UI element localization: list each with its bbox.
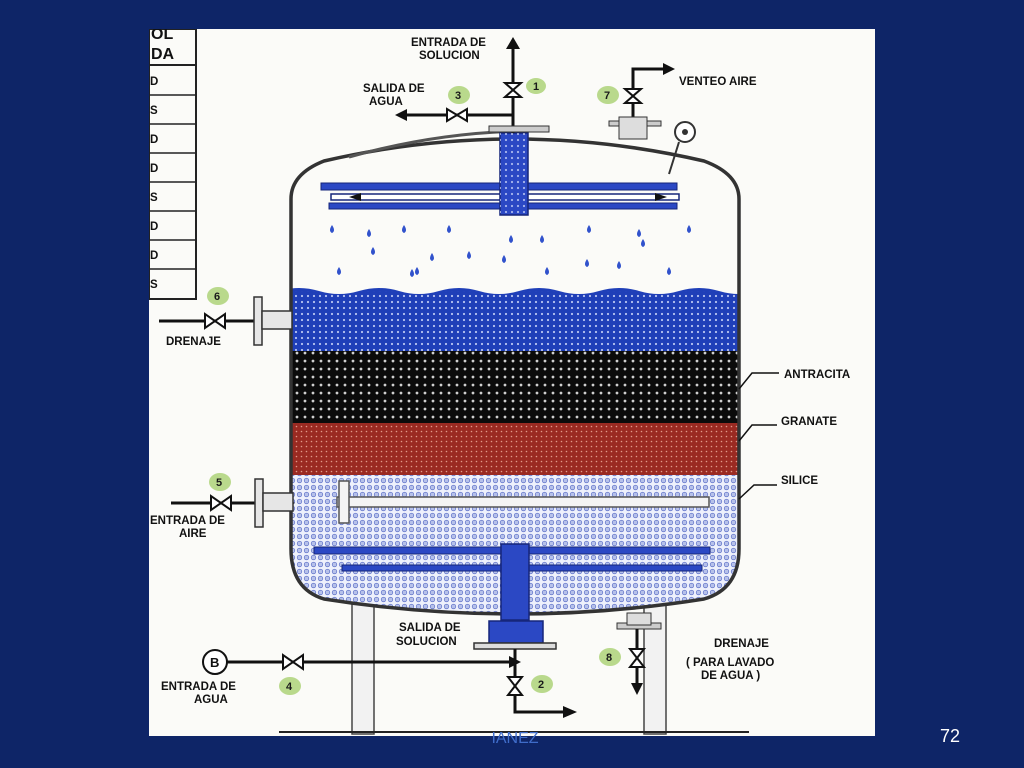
footer-text: IANEZ (491, 730, 539, 747)
table-cell: D (150, 134, 158, 146)
support-legs (279, 598, 749, 735)
vessel-outline (289, 137, 741, 616)
drain-right: 8 DRENAJE ( PARA LAVADO DE AGUA ) (599, 612, 774, 695)
pump-icon[interactable] (202, 649, 228, 675)
valve-badge-7 (597, 86, 619, 104)
svg-text:7: 7 (604, 90, 610, 102)
drenaje-left-label: DRENAJE (166, 336, 221, 348)
svg-text:4: 4 (286, 681, 293, 693)
svg-text:( PARA LAVADO: ( PARA LAVADO (686, 657, 774, 669)
venteo-aire-label: VENTEO AIRE (679, 76, 757, 88)
table-header-2: DA (151, 46, 175, 63)
salida-agua-label: SALIDA DE (363, 83, 425, 95)
valve-4[interactable] (282, 653, 304, 671)
table-cell: D (150, 221, 158, 233)
valve-badge-6 (207, 287, 229, 305)
table-cell: S (150, 192, 158, 204)
drenaje-right-label: DRENAJE (714, 638, 769, 650)
valve-2[interactable] (505, 676, 525, 696)
valve-3[interactable] (446, 107, 468, 123)
valve-badge-8 (599, 648, 621, 666)
entrada-agua-label: ENTRADA DE (161, 681, 236, 693)
bottom-underdrain (313, 543, 711, 650)
svg-text:AGUA: AGUA (194, 694, 228, 706)
layer-callouts: ANTRACITA GRANATE SILICE (738, 369, 850, 500)
top-distributor (320, 132, 680, 216)
granate-label: GRANATE (781, 416, 837, 428)
valve-5[interactable] (210, 494, 232, 512)
svg-text:SOLUCION: SOLUCION (419, 50, 480, 62)
table-cell: S (150, 279, 158, 291)
entrada-aire-label: ENTRADA DE (150, 515, 225, 527)
table-cell: D (150, 163, 158, 175)
solution-outlet: 2 SALIDA DE SOLUCION (396, 622, 577, 718)
valve-7[interactable] (622, 88, 644, 104)
svg-text:6: 6 (214, 291, 220, 303)
water-inlet: B 4 ENTRADA DE AGUA (161, 649, 521, 706)
salida-solucion-label: SALIDA DE (399, 622, 461, 634)
filter-diagram: OL DA D S D D S D D S (148, 26, 875, 736)
inlet-pipe: 1 (488, 37, 550, 133)
svg-text:AIRE: AIRE (179, 528, 207, 540)
valve-badge-1 (526, 78, 546, 94)
page-number: 72 (939, 726, 961, 746)
water-drops (330, 225, 691, 277)
water-outlet: 3 SALIDA DE AGUA (363, 83, 513, 123)
valve-1[interactable] (502, 82, 524, 98)
valve-badge-3 (448, 86, 470, 104)
valve-badge-4 (279, 677, 301, 695)
air-inlet: 5 ENTRADA DE AIRE (150, 473, 295, 540)
svg-text:3: 3 (455, 90, 461, 102)
table-cell: S (150, 105, 158, 117)
svg-text:1: 1 (533, 81, 539, 93)
valve-badge-2 (531, 675, 553, 693)
valve-badge-5 (209, 473, 231, 491)
entrada-solucion-label: ENTRADA DE (411, 37, 486, 49)
valve-6[interactable] (204, 312, 226, 330)
air-vent: 7 VENTEO AIRE (597, 63, 757, 175)
valve-8[interactable] (627, 648, 647, 668)
svg-text:SOLUCION: SOLUCION (396, 636, 457, 648)
svg-text:5: 5 (216, 477, 222, 489)
air-lateral (336, 480, 710, 524)
svg-text:2: 2 (538, 679, 544, 691)
svg-text:DE AGUA ): DE AGUA ) (701, 670, 760, 682)
table-fragment: OL DA D S D D S D D S (148, 26, 197, 300)
svg-text:8: 8 (606, 652, 612, 664)
svg-text:B: B (210, 655, 219, 670)
drain-left: 6 DRENAJE (159, 287, 293, 348)
svg-text:AGUA: AGUA (369, 96, 403, 108)
table-cell: D (150, 250, 158, 262)
table-cell: D (150, 76, 158, 88)
silice-label: SILICE (781, 475, 818, 487)
antracita-label: ANTRACITA (784, 369, 850, 381)
table-header-1: OL (151, 29, 173, 43)
